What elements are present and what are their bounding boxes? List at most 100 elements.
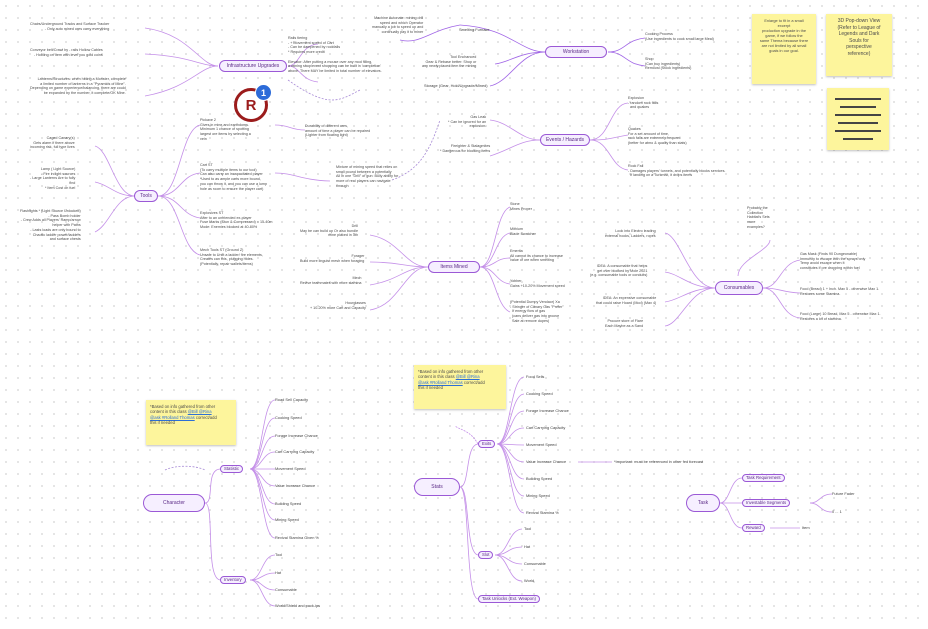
- sticky-note-outline[interactable]: [827, 88, 889, 150]
- exit-food-sells: Food Sells: [526, 374, 545, 379]
- pill-task-unlocks[interactable]: Task Unlocks (Ext. Weapon): [478, 595, 540, 604]
- infra-item-rail-tracks: Chairs/Underground Tracks and Surface Tr…: [30, 22, 110, 31]
- tool-pickaxe: Pickaxe 2 Gives in mine and earthdoms. M…: [200, 118, 251, 141]
- tool-explosives: Explosives ST After to an unfriended ex-…: [200, 211, 273, 230]
- workstation-item-shop: Shop (Can buy ingredients) Removal (Stoc…: [645, 57, 692, 71]
- exit-building-speed: Building Speed: [526, 476, 553, 481]
- tool-lamp: Lamp ( Light Source) - Fire in light sou…: [30, 167, 76, 190]
- inventory-hat: Hat: [275, 570, 282, 575]
- workstation-item-machine: Machine Autonate: mining drill speed and…: [372, 16, 424, 35]
- pill-inventory[interactable]: Inventory: [220, 576, 246, 585]
- node-character[interactable]: Character: [143, 494, 205, 512]
- tool-flashlights: Flashlights * (Light Source Unlocked) - …: [20, 209, 81, 242]
- item-mithium: Mithium Blade Swatcher: [510, 227, 536, 236]
- pill-investable-segments[interactable]: Investable Segments: [742, 499, 791, 508]
- event-quakes: Quakes For a set amount of time, rock fa…: [628, 127, 687, 146]
- infra-item-conveyor: Conveyor belt/Crawl by - rails Hollow Ca…: [30, 48, 103, 57]
- tool-caged-canary: Caged Canary(s) Gets alarm if there abov…: [30, 136, 75, 150]
- item-drill: Drill May be can build up Or also bundle…: [300, 224, 359, 238]
- task-investable-future: Future Fader: [832, 491, 855, 496]
- item-emerita: Emerita All cannot its chance to increas…: [510, 249, 563, 263]
- item-hourglasses: Hourglasses + 10-20% more Cart and Capac…: [310, 301, 366, 310]
- inventory-tool: Tool: [275, 552, 283, 557]
- node-infrastructure-upgrades[interactable]: Infrastructure Upgrades: [219, 60, 287, 72]
- exit-forage: Forage Increase Chance: [526, 408, 569, 413]
- node-workstation[interactable]: Workstation: [545, 46, 607, 58]
- workstation-item-cooking: Cooking Process (Use ingredients to cook…: [645, 32, 714, 41]
- stat-road-sell-capacity: Road Sell Capacity: [275, 397, 309, 402]
- sticky-note-production[interactable]: Enlarge to fit in a small excerpt produc…: [752, 14, 816, 84]
- exit-movement-speed: Movement Speed: [526, 442, 557, 447]
- pill-reward[interactable]: Reward: [742, 524, 765, 533]
- item-stone: Stone Mines Proper: [510, 202, 532, 211]
- tool-cart: Cart ST (To carry multiple items to our …: [200, 163, 268, 191]
- consumable-food-large: Food (Large) 10 Bread, Max 5 - otherwise…: [800, 312, 881, 321]
- slot-hat: Hat: [524, 544, 531, 549]
- inventory-consumable: Consumable: [275, 587, 297, 592]
- sticky-note-text-4: correct/add this if needed: [418, 379, 485, 391]
- slot-world: World: [524, 578, 535, 583]
- consumable-idea-hoard: IDEA: An expensive consumable that could…: [596, 296, 657, 305]
- workstation-item-storage: Storage (Gear, Hold/Upgrade/Mined): [424, 83, 488, 88]
- pill-slot[interactable]: Slot: [478, 551, 494, 560]
- exit-note: *Important: must be referenced in other …: [614, 459, 704, 464]
- sticky-note-3d-view[interactable]: 3D Pop-down View (Refer to League of Leg…: [826, 14, 892, 76]
- stat-cart-capacity: Cart Carrying Capacity: [275, 449, 315, 454]
- consumable-idea-mole: IDEA: A consumable that helps get over b…: [590, 264, 648, 278]
- consumable-idea-hooks: Look into Electro leading external hooks…: [605, 229, 656, 238]
- stat-revival-stamina: Revival Stamina Given %: [275, 535, 319, 540]
- sticky-note-stats-info[interactable]: *Based on info gathered from other conte…: [414, 365, 506, 409]
- workstation-item-smelting: Smelting Furnace: [459, 27, 490, 32]
- tool-note-mining-speed: Mixture of mining speed that relies on s…: [336, 165, 399, 188]
- event-explosion: Explosion - random rock falls and quakes: [628, 96, 659, 110]
- infra-item-rails-tiering: Rails tiering - + Movement speed of Cart…: [288, 36, 382, 74]
- notification-count-badge: 1: [255, 84, 272, 101]
- event-rock-fall: Rock Fall - Damages players' tunnels, an…: [628, 164, 726, 178]
- node-events-hazards[interactable]: Events / Hazards: [540, 134, 590, 146]
- stat-forage-increase: Forage Increase Chance: [275, 433, 318, 438]
- stat-cooking-speed: Cooking Speed: [275, 415, 302, 420]
- slot-tool: Tool: [524, 526, 532, 531]
- stat-mining-speed: Mining Speed: [275, 517, 299, 522]
- item-vendor: (Potential Dumpy Vendaor) Xa - Stringer …: [510, 300, 564, 323]
- task-reward-value: Item: [802, 525, 810, 530]
- node-items-mined[interactable]: Items Mined: [428, 261, 480, 273]
- consumable-note-collection: Probably the Collection Habitat's Sets m…: [747, 206, 770, 229]
- item-forager: Forager Build more linguist mesh when fo…: [300, 254, 365, 263]
- sticky-note-character-info[interactable]: *Based on info gathered from other conte…: [146, 400, 236, 445]
- node-tools[interactable]: Tools: [134, 190, 158, 202]
- exit-cart-capacity: Cart Carrying Capacity: [526, 425, 566, 430]
- exit-value-increase: Value Increase Chance: [526, 459, 567, 464]
- workstation-item-tool-enhanced: Tool Enchanced Gear & Rebase better: Sho…: [422, 55, 477, 69]
- sticky-note-text-2: correct/add this if needed: [150, 414, 217, 426]
- sticky-note-text-1: *Based on info gathered from other conte…: [150, 404, 216, 415]
- node-consumables[interactable]: Consumables: [715, 281, 763, 295]
- infra-item-lanterns: Lanterns/Structures: when hitting a Mons…: [30, 77, 126, 96]
- event-firefighter: Fireighter & Stalagmites * Dangerous for…: [440, 144, 491, 153]
- sticky-note-mention-1[interactable]: @Bill @Rina @ask #Rolland Thomas: [150, 409, 212, 420]
- item-mech: Mech Revive teammates with more stamina: [300, 276, 362, 285]
- tool-mech-tools: Mech Tools ST (Ground Z) Unsafe to Unfit…: [200, 248, 263, 267]
- consumable-food-bread: Food (Bread) 1 + Inch. Max 5 - otherwise…: [800, 287, 880, 296]
- stat-value-increase: Value Increase Chance: [275, 483, 316, 488]
- slot-consumable: Consumable: [524, 561, 546, 566]
- pill-exits[interactable]: Exits: [478, 440, 496, 449]
- task-investable-range: 0 ... 1: [832, 509, 842, 514]
- event-gas-leak: Gas Leak * Can be ignored for an explosi…: [448, 115, 487, 129]
- tool-note-durability: Durability of different ores, amount of …: [305, 124, 371, 138]
- item-yobber: Yobber Gains +10-20% Movement speed: [510, 279, 565, 288]
- stat-building-speed: Building Speed: [275, 501, 302, 506]
- exit-revival-stamina: Revival Stamina %: [526, 510, 559, 515]
- pill-task-requirement[interactable]: Task Requirement: [742, 474, 785, 483]
- node-task[interactable]: Task: [686, 494, 720, 512]
- node-stats[interactable]: Stats: [414, 478, 460, 496]
- exit-mining-speed: Mining Speed: [526, 493, 550, 498]
- stat-movement-speed: Movement Speed: [275, 466, 306, 471]
- inventory-world: World/Shield and pack-ips: [275, 603, 321, 608]
- consumable-gas-mask: Gas Mask (Finds 90 Dungeonable) Immunity…: [800, 252, 866, 271]
- pill-statistic[interactable]: Statistic: [220, 465, 244, 474]
- exit-cooking-speed: Cooking Speed: [526, 391, 553, 396]
- sticky-note-mention-2[interactable]: @Bill @Rina @ask #Rolland Thomas: [418, 374, 480, 385]
